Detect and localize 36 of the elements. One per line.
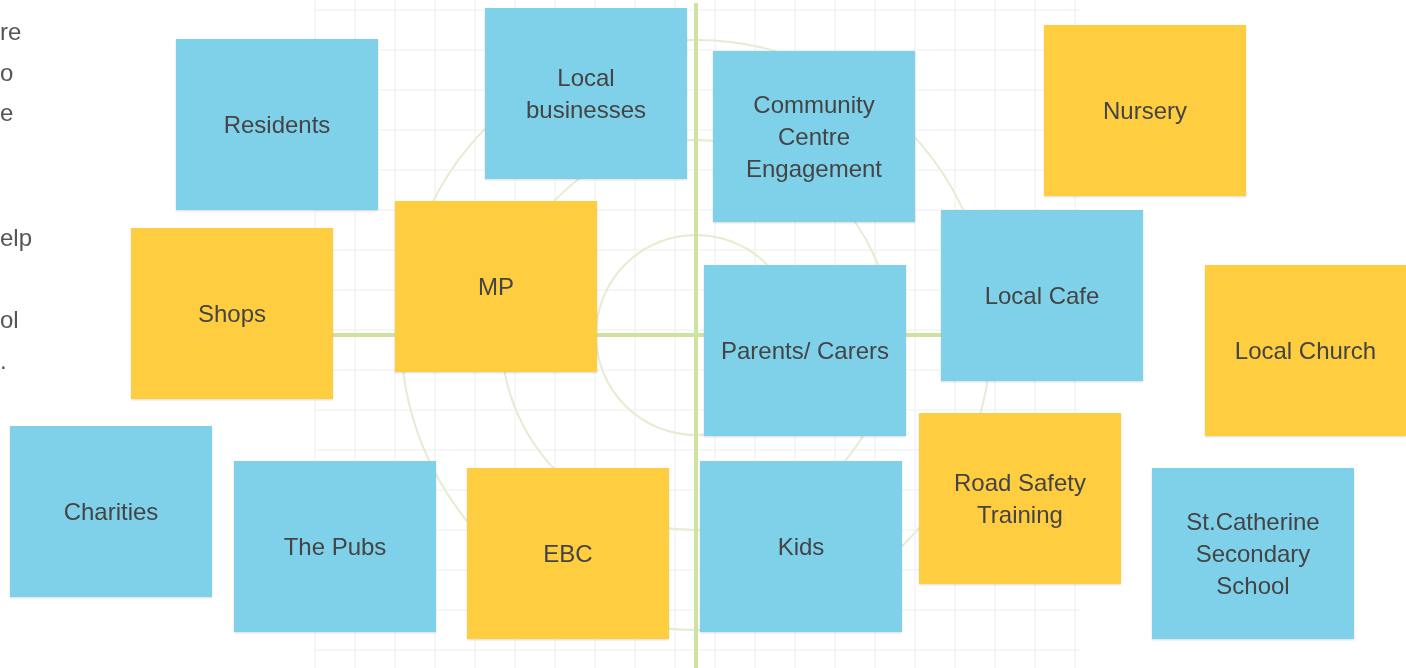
sticky-note	[713, 51, 915, 222]
note-text: Charities	[63, 496, 159, 527]
sticky-note	[131, 228, 333, 399]
sticky-note	[1152, 468, 1354, 639]
sticky-note	[919, 413, 1121, 584]
cut-off-text: elp	[0, 224, 33, 252]
cut-off-text: ol	[0, 306, 19, 334]
note-text: Residents	[223, 109, 331, 140]
cut-off-text: e	[0, 99, 14, 127]
cut-off-text: .	[0, 347, 7, 375]
note-text: Community Centre Engagement	[744, 89, 884, 184]
sticky-note	[234, 461, 436, 632]
note-text: Local Church	[1234, 335, 1377, 366]
note-text: EBC	[543, 538, 593, 569]
note-text: Nursery	[1103, 95, 1187, 126]
sticky-note	[485, 8, 687, 179]
sticky-note	[10, 426, 212, 597]
sticky-note	[1205, 265, 1406, 436]
sticky-note	[704, 265, 906, 436]
note-text: Local Cafe	[984, 280, 1100, 311]
cut-off-text: o	[0, 59, 14, 87]
sticky-note	[395, 201, 597, 372]
note-text: MP	[478, 271, 514, 302]
note-text: Parents/ Carers	[720, 335, 890, 366]
sticky-note	[941, 210, 1143, 381]
sticky-note	[700, 461, 902, 632]
sticky-note	[1044, 25, 1246, 196]
note-text: St.Catherine Secondary School	[1185, 506, 1321, 601]
note-text: Shops	[197, 298, 267, 329]
note-text: Local businesses	[524, 62, 648, 125]
note-text: Kids	[777, 531, 825, 562]
cut-off-text: re	[0, 18, 22, 46]
sticky-note	[176, 39, 378, 210]
note-text: The Pubs	[283, 531, 387, 562]
sticky-note	[467, 468, 669, 639]
note-text: Road Safety Training	[952, 467, 1088, 530]
